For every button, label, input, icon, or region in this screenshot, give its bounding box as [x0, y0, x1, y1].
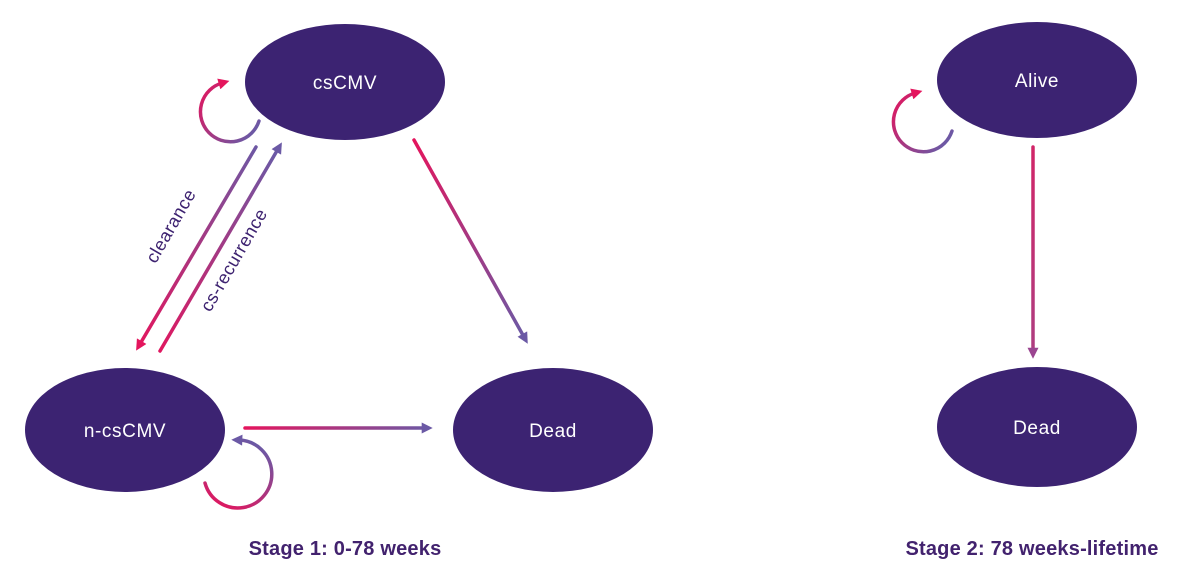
stage2-model: Alive Dead Stage 2: 78 weeks-lifetime: [891, 22, 1158, 560]
state-node-dead-stage1: [453, 368, 653, 492]
state-node-ncscmv: [25, 368, 225, 492]
state-label-dead-stage2: Dead: [1013, 418, 1061, 439]
self-loop-arrow-ncscmv: [203, 434, 274, 510]
stage1-title: Stage 1: 0-78 weeks: [249, 538, 442, 560]
transition-arrow-cs-recurrence: [158, 142, 282, 353]
transition-arrow-clearance: [136, 145, 258, 351]
state-label-cscmv: csCMV: [313, 73, 377, 94]
stage2-title: Stage 2: 78 weeks-lifetime: [905, 538, 1158, 560]
state-node-alive: [937, 22, 1137, 138]
state-label-dead-stage1: Dead: [529, 421, 577, 442]
self-loop-arrow-alive: [891, 88, 954, 154]
state-node-dead-stage2: [937, 367, 1137, 487]
state-label-alive: Alive: [1015, 71, 1059, 92]
transition-arrow-cscmv-to-dead: [412, 138, 528, 344]
state-node-cscmv: [245, 24, 445, 140]
self-loop-arrow-cscmv: [198, 78, 261, 144]
stage1-model: csCMV n-csCMV Dead clearance cs-recurren…: [25, 24, 653, 560]
state-label-ncscmv: n-csCMV: [84, 421, 166, 442]
